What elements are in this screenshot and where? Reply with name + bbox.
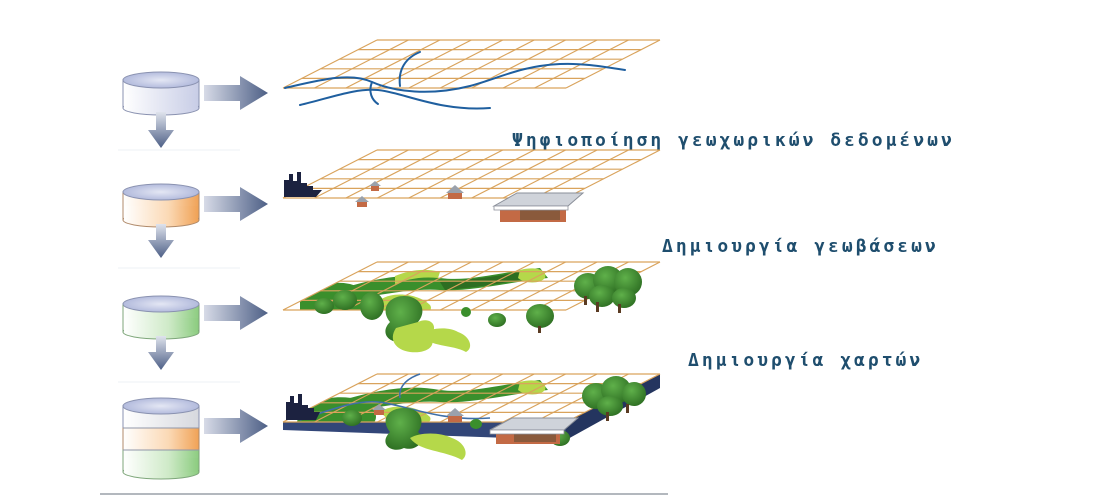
database-cylinder-icon	[122, 183, 200, 228]
factory-icon	[284, 172, 322, 197]
cylinder-shadows	[100, 149, 668, 495]
grid-line	[345, 373, 441, 423]
arrow-down-icon	[148, 112, 174, 148]
caption-maps: Δημιουργία χαρτών	[688, 350, 924, 371]
grid-line	[439, 39, 535, 89]
house-icon	[446, 408, 464, 422]
grid-line	[534, 149, 629, 199]
tree-icon	[461, 304, 554, 333]
grid-line	[314, 149, 409, 199]
arrow-right-icon	[204, 409, 268, 443]
grid-line	[377, 149, 472, 199]
tree-icon	[342, 408, 570, 460]
grid-line	[408, 261, 504, 311]
arrow-down-icon	[148, 336, 174, 370]
database-cylinder-stack-icon	[122, 397, 200, 480]
factory-icon	[286, 394, 320, 420]
grid-line	[502, 149, 598, 199]
grid-line	[565, 149, 661, 199]
grid-line	[502, 261, 598, 311]
grid-lines	[282, 149, 661, 199]
grid-line	[345, 149, 441, 199]
arrow-right-icon	[204, 296, 268, 330]
caption-geodatabases: Δημιουργία γεωβάσεων	[662, 236, 939, 257]
database-cylinder-icon	[122, 295, 200, 340]
layer-geodatabase-grid	[282, 149, 661, 222]
layer-digitization-grid	[282, 39, 661, 110]
grid-line	[408, 373, 504, 423]
tree-icon	[574, 266, 642, 313]
building-icon	[492, 192, 585, 222]
grid-line	[314, 39, 409, 89]
tree-icon	[582, 376, 646, 421]
house-icon	[372, 404, 386, 415]
grid-line	[408, 149, 504, 199]
layer-map-vegetation-grid	[282, 261, 661, 353]
grid-line	[471, 373, 566, 423]
grid-line	[471, 149, 566, 199]
river-lines	[284, 51, 626, 110]
arrow-down-icon	[148, 224, 174, 258]
grid-line	[502, 373, 598, 423]
grid-line	[282, 39, 378, 89]
grid-line	[439, 261, 535, 311]
arrow-right-icon	[204, 76, 268, 110]
layer-composite-map	[282, 373, 661, 460]
building-icon	[489, 417, 580, 444]
grid-line	[408, 39, 504, 89]
grid-line	[565, 39, 661, 89]
arrow-right-icon	[204, 187, 268, 221]
house-icon	[355, 196, 369, 207]
database-cylinder-icon	[122, 71, 200, 116]
house-icon	[446, 185, 464, 199]
grid-line	[471, 261, 566, 311]
grid-line	[314, 373, 409, 423]
grid-line	[377, 39, 472, 89]
caption-digitization: Ψηφιοποίηση γεωχωρικών δεδομένων	[512, 130, 955, 151]
grid-line	[282, 261, 378, 311]
tree-icon	[314, 290, 384, 320]
house-icon	[369, 181, 381, 191]
tree-icon	[385, 296, 471, 353]
grid-line	[345, 39, 441, 89]
